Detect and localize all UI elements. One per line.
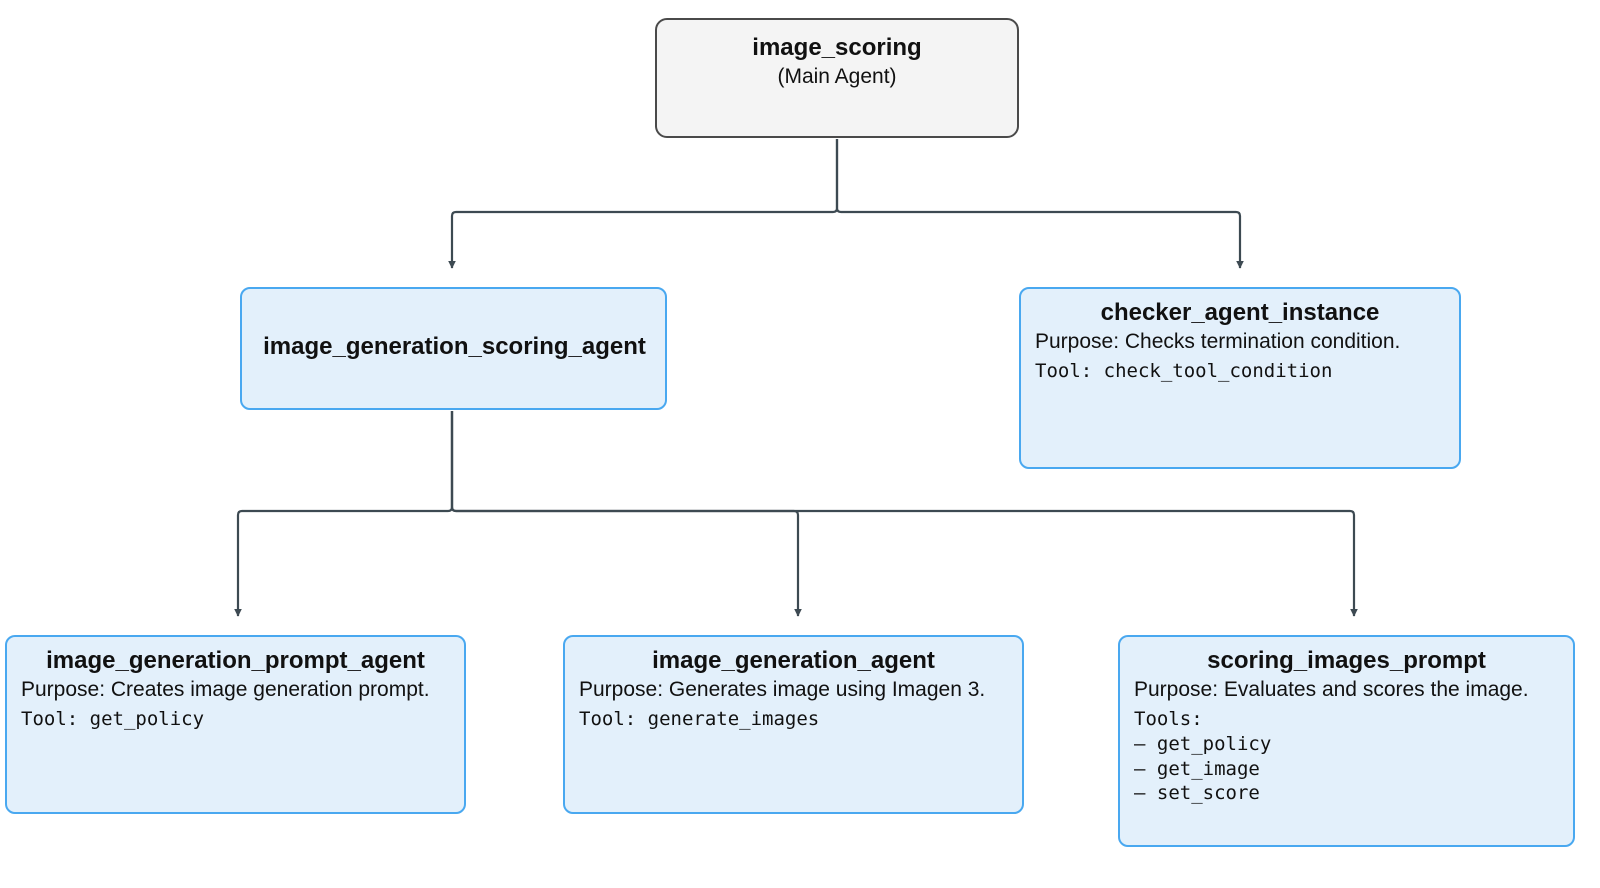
node-tool: Tool: generate_images [579, 708, 820, 731]
node-title: image_generation_scoring_agent [263, 333, 646, 361]
node-purpose: Purpose: Creates image generation prompt… [21, 678, 430, 702]
node-tool-item: – get_image [1134, 757, 1260, 780]
node-title: image_generation_agent [652, 647, 935, 674]
node-image-generation-agent[interactable]: image_generation_agent Purpose: Generate… [563, 635, 1024, 814]
edge-root-to-scoring-agent [448, 139, 839, 269]
node-title: image_generation_prompt_agent [46, 647, 425, 674]
edge-root-to-checker [835, 139, 1244, 269]
node-title: scoring_images_prompt [1207, 647, 1486, 674]
node-scoring-images-prompt[interactable]: scoring_images_prompt Purpose: Evaluates… [1118, 635, 1575, 847]
node-image-scoring[interactable]: image_scoring (Main Agent) [655, 18, 1019, 138]
edge-scoring-agent-to-prompt-agent [234, 411, 454, 617]
node-purpose: Purpose: Checks termination condition. [1035, 330, 1401, 354]
node-tools-label: Tools: [1134, 708, 1203, 731]
node-tool-item: – set_score [1134, 782, 1260, 805]
node-tool: Tool: check_tool_condition [1035, 360, 1333, 383]
node-image-generation-scoring-agent[interactable]: image_generation_scoring_agent [240, 287, 667, 410]
node-title: checker_agent_instance [1100, 299, 1380, 326]
node-tools-list: – get_policy– get_image– set_score [1134, 732, 1559, 806]
node-image-generation-prompt-agent[interactable]: image_generation_prompt_agent Purpose: C… [5, 635, 466, 814]
edge-scoring-agent-to-gen-agent [450, 411, 802, 617]
node-subtitle: (Main Agent) [777, 65, 897, 89]
node-tool-item: – get_policy [1134, 732, 1272, 755]
node-checker-agent-instance[interactable]: checker_agent_instance Purpose: Checks t… [1019, 287, 1461, 469]
node-title: image_scoring [752, 34, 922, 61]
node-purpose: Purpose: Evaluates and scores the image. [1134, 678, 1529, 702]
node-purpose: Purpose: Generates image using Imagen 3. [579, 678, 986, 702]
node-tool: Tool: get_policy [21, 708, 205, 731]
